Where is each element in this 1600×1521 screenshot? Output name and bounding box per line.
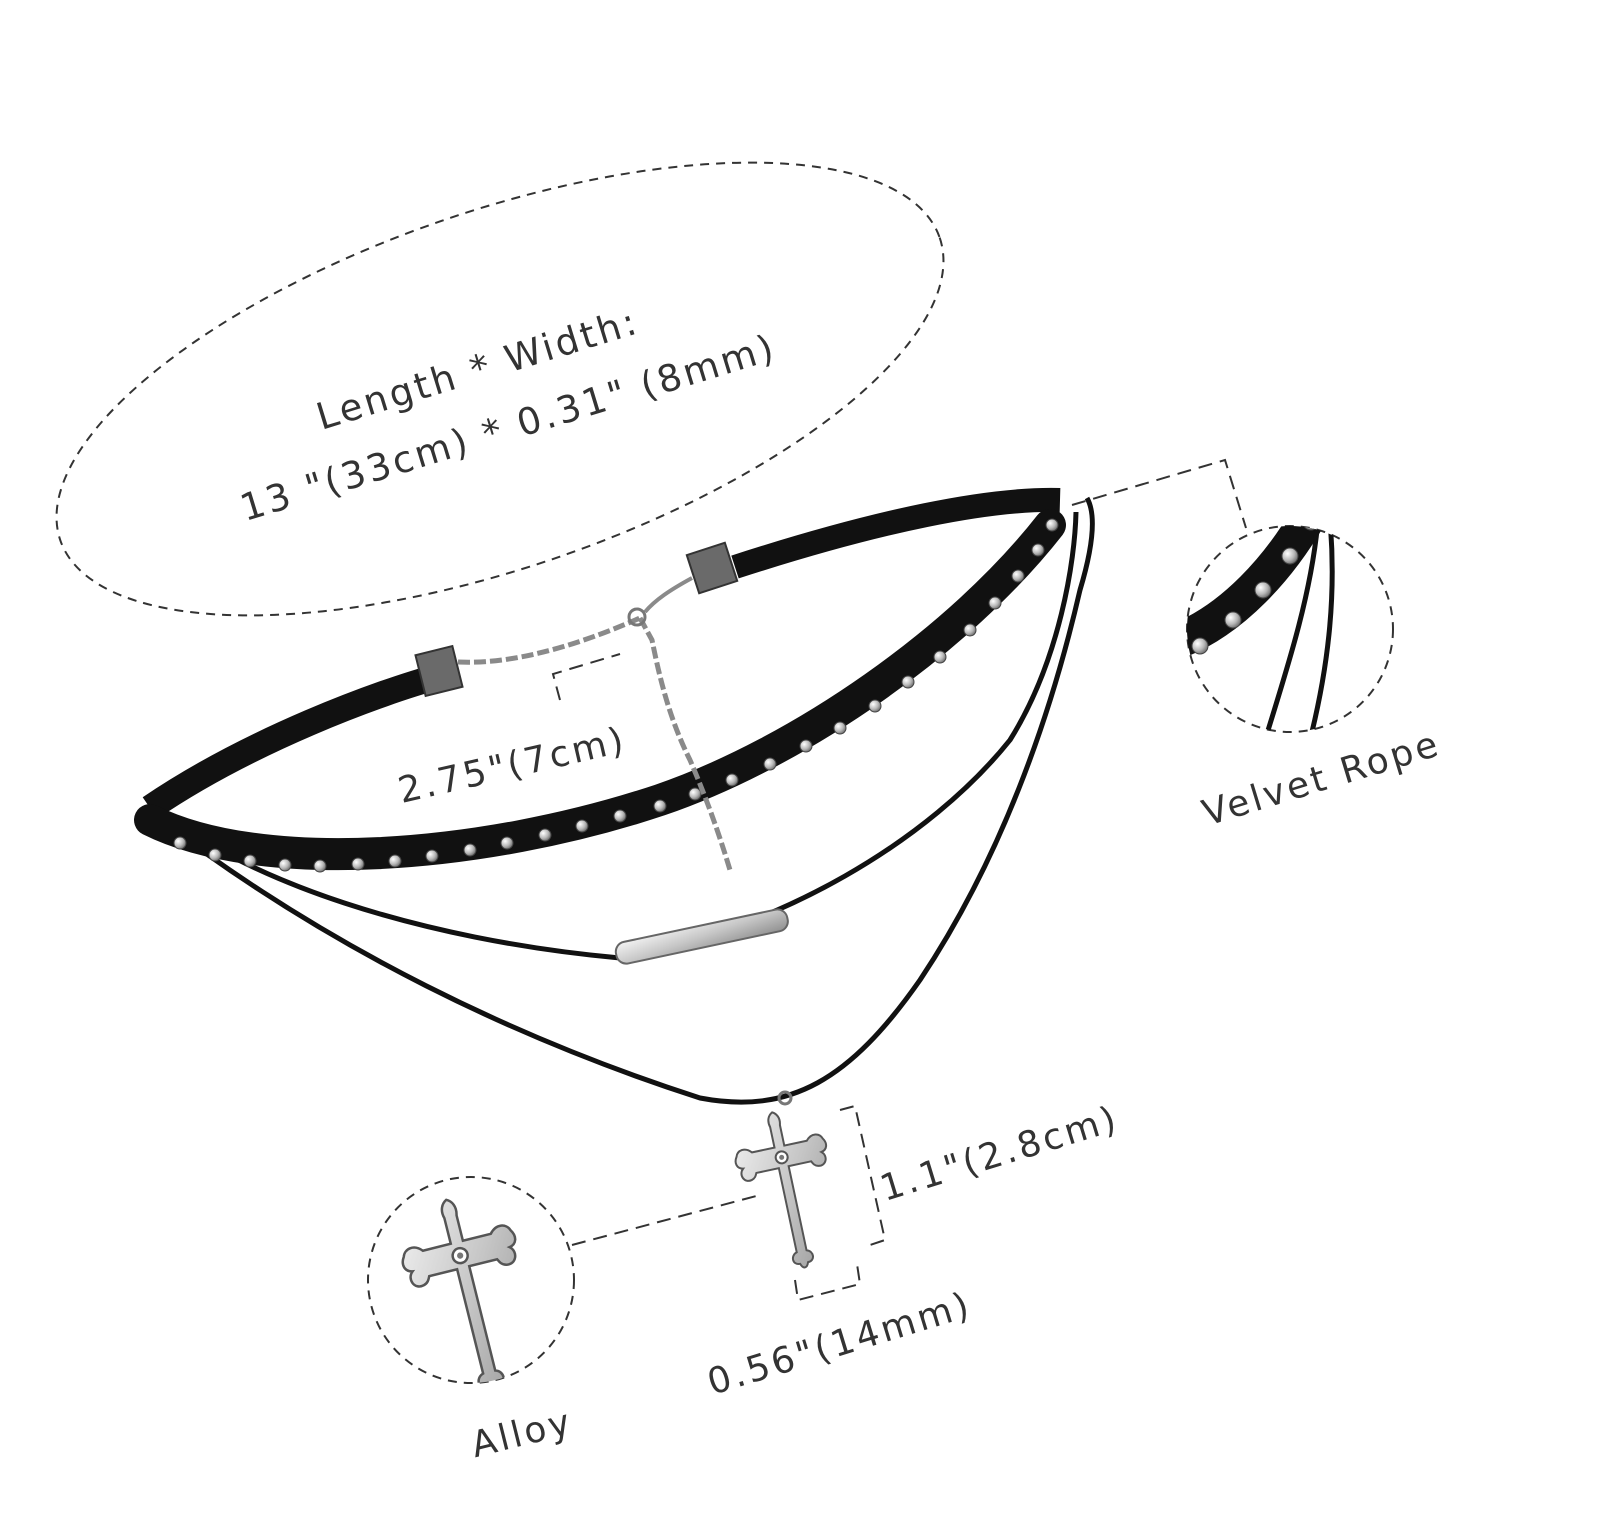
- back-strap-upper: [731, 487, 1061, 579]
- spec-dashed-ellipse: [55, 161, 945, 617]
- back-strap: [142, 663, 444, 819]
- velvet-rope-label: Velvet Rope: [1198, 723, 1446, 834]
- choker-necklace-illustration: [134, 487, 1095, 1278]
- pendant-height-dimension: 1.1"(2.8cm): [839, 1098, 1124, 1246]
- clasp-chain-upper: [643, 576, 693, 614]
- cross-pendant-icon: [726, 1090, 852, 1278]
- end-cap-left: [414, 644, 464, 698]
- end-cap-right: [685, 541, 739, 595]
- pendant-width-label: 0.56"(14mm): [703, 1284, 977, 1403]
- extender-label: 2.75"(7cm): [394, 720, 630, 812]
- alloy-callout: Alloy: [367, 1176, 761, 1466]
- alloy-cross-icon: [389, 1184, 552, 1383]
- velvet-rope-callout: Velvet Rope: [1071, 458, 1446, 835]
- pendant-cord: [156, 496, 1095, 1105]
- alloy-bar: [614, 908, 789, 965]
- spec-callout: Length * Width: 13 "(33cm) * 0.31" (8mm): [55, 161, 945, 617]
- alloy-label: Alloy: [467, 1401, 577, 1466]
- clasp-chain: [457, 615, 733, 871]
- lobster-clasp: [627, 607, 647, 627]
- pendant-width-dimension: 0.56"(14mm): [703, 1263, 977, 1404]
- alloy-detail-ring: [367, 1176, 575, 1384]
- band-studs: [173, 518, 1059, 873]
- pendant-height-label: 1.1"(2.8cm): [876, 1098, 1124, 1209]
- velvet-band: [134, 509, 1066, 871]
- studded-band-detail-icon: [1187, 526, 1335, 732]
